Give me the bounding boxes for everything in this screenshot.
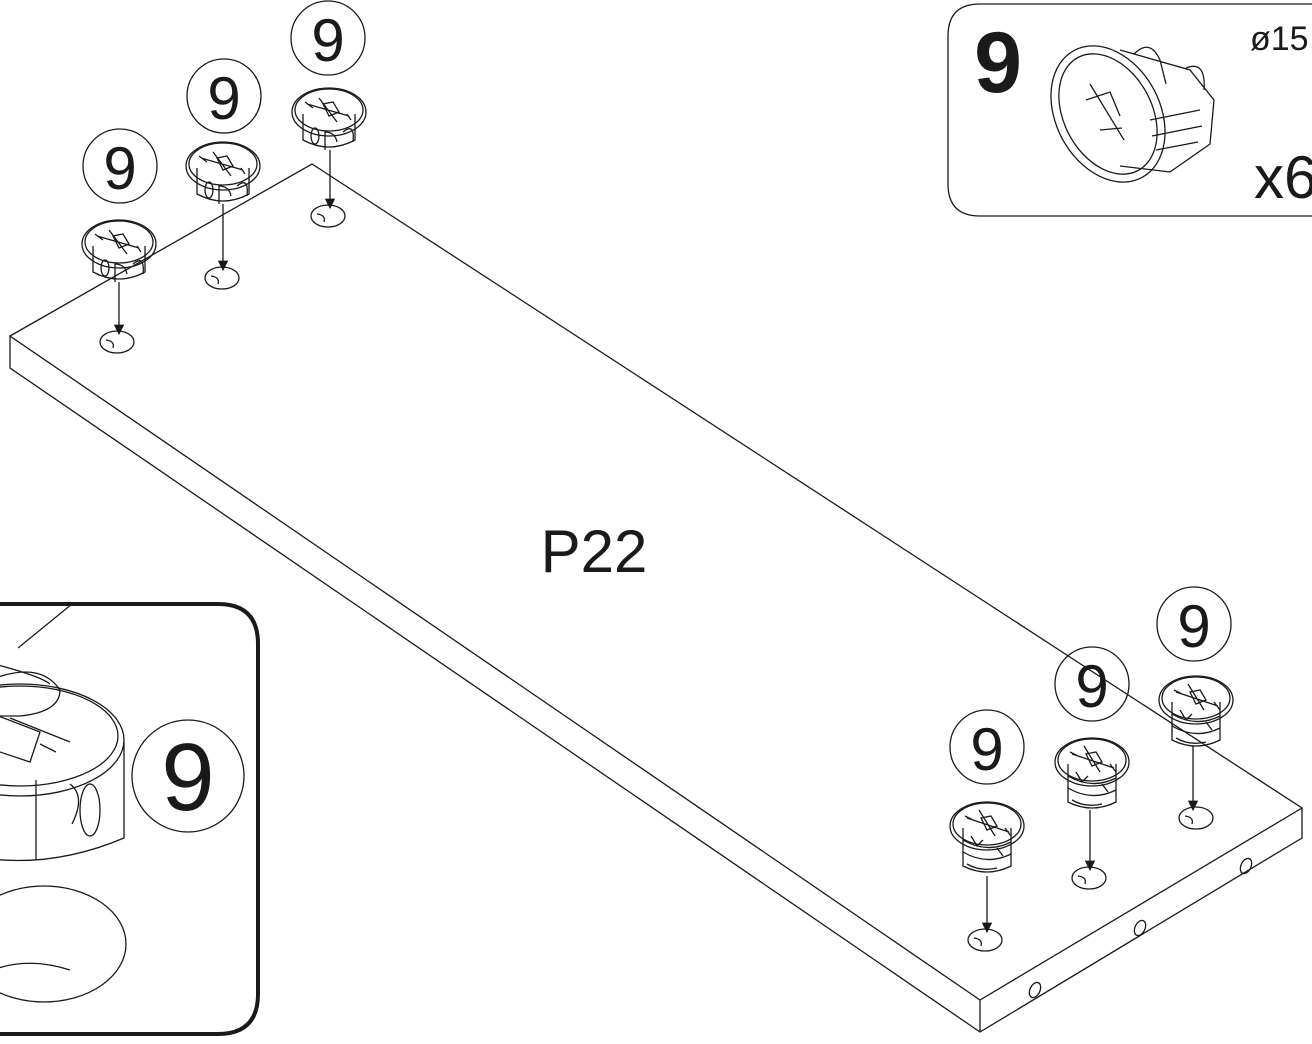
callout-label: 9 xyxy=(970,716,1003,783)
legend-diameter: ø15 xyxy=(1250,20,1309,58)
fitting-group-2: 9 xyxy=(185,58,262,290)
panel-p22 xyxy=(8,163,1304,1033)
detail-frame xyxy=(0,602,260,1036)
legend-frame xyxy=(947,3,1312,217)
pre-drilled-hole xyxy=(99,330,135,354)
cam-fitting-icon xyxy=(81,219,157,283)
pre-drilled-hole xyxy=(310,204,346,228)
fitting-group-1: 9 xyxy=(81,128,158,354)
edge-hole-3 xyxy=(1239,857,1253,875)
panel-label: P22 xyxy=(541,518,648,585)
cam-fitting-icon xyxy=(185,141,261,205)
fitting-group-6: 9 xyxy=(1156,586,1234,830)
pre-drilled-hole xyxy=(204,266,240,290)
pre-drilled-hole xyxy=(1071,866,1107,890)
cam-fitting-icon xyxy=(0,671,125,862)
cam-fitting-icon xyxy=(1158,675,1234,747)
pre-drilled-hole xyxy=(1178,806,1214,830)
parts-legend: 9 ø15 x6 xyxy=(947,3,1312,217)
legend-quantity: x6 xyxy=(1254,144,1312,211)
panel-top-face xyxy=(8,163,1304,1001)
fitting-group-5: 9 xyxy=(1054,646,1130,890)
callout-label: 9 xyxy=(1075,653,1108,720)
cam-fitting-icon xyxy=(291,87,367,151)
legend-part-number: 9 xyxy=(974,15,1022,111)
callout-label: 9 xyxy=(103,135,136,202)
cam-fitting-icon xyxy=(949,801,1025,873)
detail-hole xyxy=(0,885,127,1003)
detail-inset: 9 xyxy=(0,602,260,1036)
fitting-group-4: 9 xyxy=(949,709,1025,952)
edge-hole-2 xyxy=(1133,919,1147,937)
edge-hole-1 xyxy=(1028,981,1042,999)
callout-label: 9 xyxy=(311,7,344,74)
detail-callout-label: 9 xyxy=(161,724,214,831)
callout-label: 9 xyxy=(207,65,240,132)
cam-fitting-icon xyxy=(1050,45,1215,183)
cam-fitting-icon xyxy=(1054,737,1130,809)
pre-drilled-hole xyxy=(967,928,1003,952)
fitting-group-3: 9 xyxy=(290,0,367,228)
callout-label: 9 xyxy=(1177,593,1210,660)
panel-hole-ring xyxy=(0,664,51,685)
